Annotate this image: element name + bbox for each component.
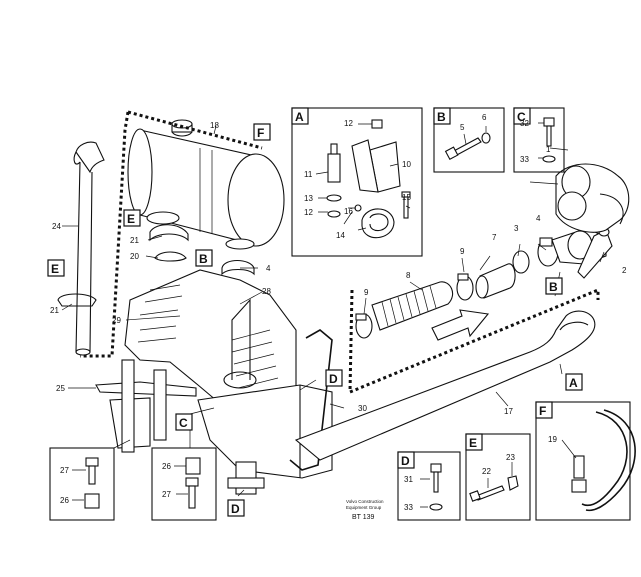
callout-7: 7 [492, 233, 497, 242]
callout-15: 15 [402, 193, 411, 202]
detail-box-26-27-mid [151, 430, 217, 521]
callout-21-upper: 21 [130, 236, 139, 245]
callout-numbers: 18 24 21 20 4 21 28 29 25 30 1 2 3 4 7 8… [50, 113, 627, 512]
callout-12-top: 12 [344, 119, 353, 128]
footer-code: BT 139 [352, 514, 375, 521]
callout-4-clamp: 4 [266, 264, 271, 273]
detail-box-27-26-left [49, 439, 131, 521]
footer-line-2: Equipment Group [346, 505, 382, 510]
detail-e-title: E [469, 436, 477, 450]
callout-1: 1 [546, 145, 551, 154]
callout-2: 2 [622, 266, 627, 275]
callout-33-d: 33 [404, 503, 413, 512]
callout-22: 22 [482, 467, 491, 476]
callout-17: 17 [504, 407, 513, 416]
label-d-foot: D [231, 502, 240, 516]
label-a-pipe: A [569, 376, 578, 390]
callout-16: 16 [344, 207, 353, 216]
callout-3: 3 [514, 224, 519, 233]
callout-31: 31 [404, 475, 413, 484]
callout-28: 28 [262, 287, 271, 296]
callout-10: 10 [402, 160, 411, 169]
detail-d-title: D [401, 454, 410, 468]
detail-a-title: A [295, 110, 304, 124]
callout-27-mid: 27 [162, 490, 171, 499]
callout-12-bottom: 12 [304, 208, 313, 217]
tailpipe [73, 141, 105, 356]
callout-14: 14 [336, 231, 345, 240]
callout-33-c: 33 [520, 155, 529, 164]
callout-13: 13 [304, 194, 313, 203]
callout-20: 20 [130, 252, 139, 261]
flow-arrow [431, 309, 490, 341]
letter-labels [47, 107, 583, 517]
label-d-bracket: D [329, 372, 338, 386]
label-b-clamp: B [199, 252, 208, 266]
detail-box-b [433, 107, 505, 173]
callout-21-lower: 21 [50, 306, 59, 315]
muffler-clamps [57, 224, 255, 307]
label-b-flange: B [549, 280, 558, 294]
detail-box-c [513, 107, 565, 173]
detail-box-d [397, 451, 461, 521]
callout-19: 19 [548, 435, 557, 444]
footer-line-1: Volvo Construction [346, 499, 384, 504]
callout-9-right: 9 [460, 247, 465, 256]
callout-11: 11 [304, 170, 313, 179]
detail-box-e [465, 433, 531, 521]
callout-26-mid: 26 [162, 462, 171, 471]
callout-5: 5 [460, 123, 465, 132]
callout-30: 30 [358, 404, 367, 413]
exhaust-pipe [294, 310, 596, 461]
callout-26-left: 26 [60, 496, 69, 505]
callout-23: 23 [506, 453, 515, 462]
label-f-main: F [257, 126, 264, 140]
detail-box-f [535, 401, 636, 521]
callout-25: 25 [56, 384, 65, 393]
leader-lines [61, 125, 605, 497]
callout-6: 6 [482, 113, 487, 122]
flex-pipe [355, 227, 613, 339]
callout-8: 8 [406, 271, 411, 280]
label-e-tailpipe: E [51, 262, 59, 276]
label-c-support: C [179, 416, 188, 430]
callout-9-left: 9 [364, 288, 369, 297]
label-e-muffler: E [127, 212, 135, 226]
callout-24: 24 [52, 222, 61, 231]
callout-32: 32 [520, 119, 529, 128]
detail-box-a [291, 107, 423, 257]
detail-b-title: B [437, 110, 446, 124]
detail-c-title: C [517, 110, 526, 124]
callout-4: 4 [536, 214, 541, 223]
callout-29: 29 [112, 316, 121, 325]
detail-f-title: F [539, 404, 546, 418]
callout-18: 18 [210, 121, 219, 130]
turbocharger [555, 163, 630, 233]
heat-shield [95, 269, 333, 495]
callout-27-left: 27 [60, 466, 69, 475]
